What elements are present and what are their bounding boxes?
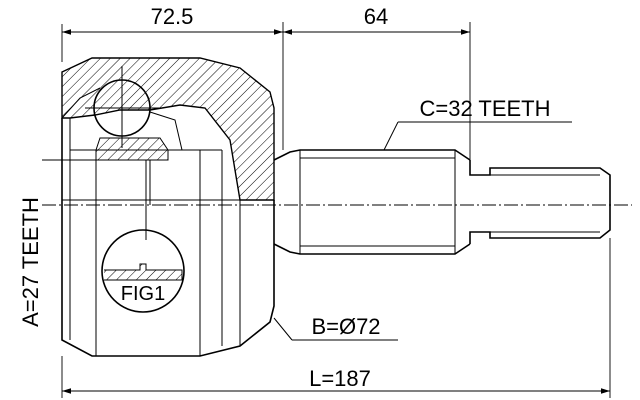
fig1-detail: FIG1 bbox=[101, 229, 185, 313]
inner-spline-label: A=27 TEETH bbox=[18, 197, 43, 327]
housing-section-hatched bbox=[61, 57, 275, 201]
top-dimension-group: 72.5 64 bbox=[61, 4, 471, 160]
cage-curve bbox=[61, 87, 101, 119]
overall-length-label: L=187 bbox=[309, 366, 371, 391]
outer-spline-callout: C=32 TEETH bbox=[383, 96, 572, 151]
inner-spline-callout: A=27 TEETH bbox=[18, 159, 150, 327]
diameter-leader bbox=[273, 317, 293, 341]
diameter-callout: B=Ø72 bbox=[273, 314, 398, 341]
outer-spline-leader bbox=[383, 121, 399, 151]
overall-length-group: L=187 bbox=[61, 238, 611, 398]
cage-curve-right bbox=[149, 111, 183, 151]
housing-outline-lower bbox=[61, 118, 275, 357]
inner-race-hatched bbox=[95, 137, 169, 161]
fig1-spline-profile bbox=[104, 263, 183, 281]
outer-housing bbox=[61, 57, 275, 357]
fig1-label: FIG1 bbox=[121, 283, 165, 305]
dimension-label-right: 64 bbox=[364, 4, 388, 29]
outer-spline-label: C=32 TEETH bbox=[419, 96, 550, 121]
threaded-stub-outline bbox=[469, 160, 611, 244]
diameter-label: B=Ø72 bbox=[311, 314, 380, 339]
dimension-label-left: 72.5 bbox=[151, 4, 194, 29]
output-shaft bbox=[273, 149, 611, 255]
fig1-circle bbox=[101, 229, 185, 313]
